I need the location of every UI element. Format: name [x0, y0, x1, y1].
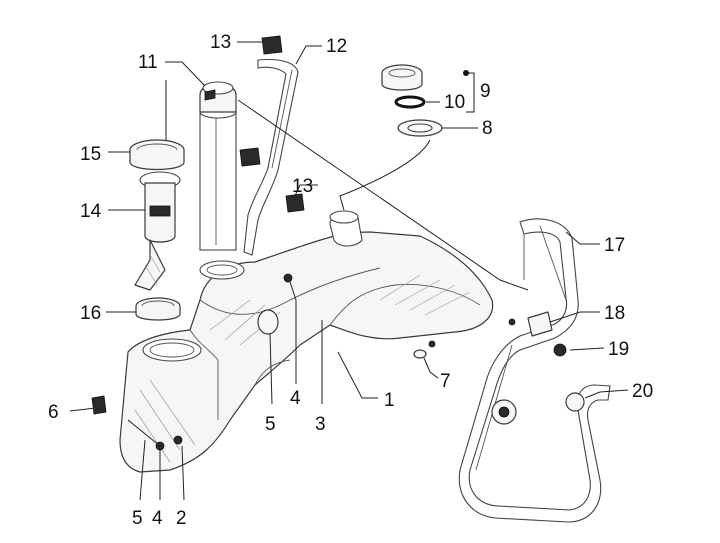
- callout-5-center: 5: [265, 414, 276, 435]
- o-ring-10: [394, 95, 426, 109]
- sender-tube: [199, 81, 237, 251]
- fuel-tank: [119, 231, 494, 473]
- drain-hose: [458, 218, 611, 523]
- callout-6: 6: [48, 402, 59, 423]
- callout-14: 14: [80, 201, 102, 222]
- callout-19: 19: [608, 339, 629, 360]
- callout-8: 8: [482, 118, 493, 139]
- callout-4-center: 4: [290, 388, 301, 409]
- bracket-18: [508, 311, 553, 337]
- fuel-pump: [134, 171, 181, 291]
- fuel-cap: [381, 64, 423, 91]
- callout-20: 20: [632, 381, 653, 402]
- callout-5-bottom: 5: [132, 508, 143, 529]
- callout-7: 7: [440, 371, 451, 392]
- gasket-8: [397, 119, 443, 137]
- fastener-4: [155, 273, 293, 451]
- callout-12: 12: [326, 36, 347, 57]
- callout-17: 17: [604, 235, 625, 256]
- screw-7: [413, 340, 436, 359]
- bracket-6: [91, 395, 107, 415]
- leader-lines: [69, 41, 629, 501]
- gasket-16: [135, 297, 181, 321]
- callout-4-bottom: 4: [152, 508, 163, 529]
- callout-1: 1: [384, 390, 395, 411]
- callout-16: 16: [80, 303, 101, 324]
- callout-11: 11: [138, 52, 158, 73]
- callout-10: 10: [444, 92, 465, 113]
- callout-labels: 11 13 12 9 10 8 15 14 13 17 16 18 19 7 2…: [48, 32, 653, 529]
- callout-13-mid: 13: [292, 176, 313, 197]
- callout-13-top: 13: [210, 32, 231, 53]
- callout-9: 9: [480, 81, 491, 102]
- filler-neck: [329, 210, 363, 247]
- vent-hose: [239, 35, 305, 256]
- callout-3: 3: [315, 414, 326, 435]
- fastener-5: [173, 309, 279, 445]
- nut-19: [553, 343, 567, 357]
- callout-15: 15: [80, 144, 101, 165]
- fuel-pump-ring: [129, 139, 185, 171]
- callout-18: 18: [604, 303, 625, 324]
- callout-2: 2: [176, 508, 187, 529]
